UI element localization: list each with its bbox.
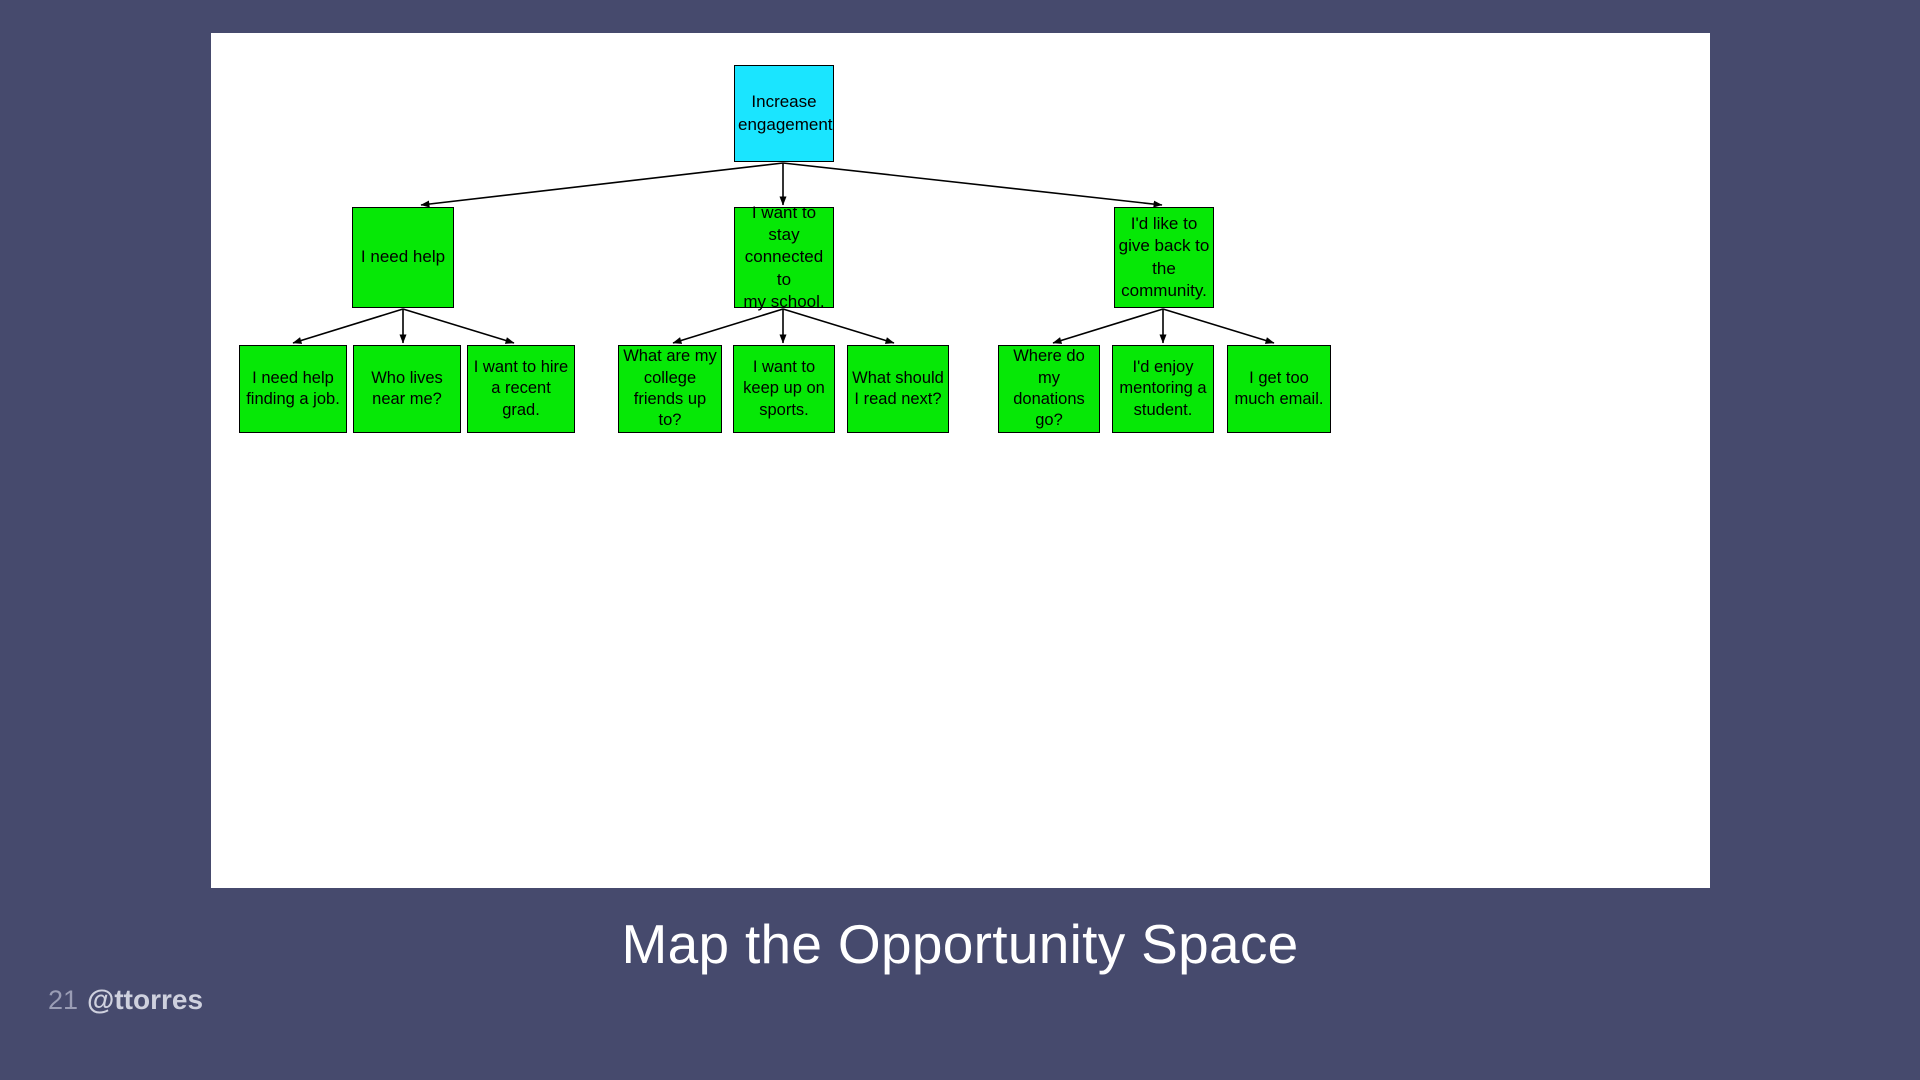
opportunity-solution-tree: Increase engagement I need help I want t…	[211, 33, 1710, 888]
node-label-line: community.	[1121, 280, 1207, 300]
slide-canvas: Increase engagement I need help I want t…	[211, 33, 1710, 888]
node-label-line: I get too	[1249, 368, 1309, 387]
node-label-line: What should	[852, 368, 944, 387]
node-give-back[interactable]: I'd like to give back to the community.	[1114, 207, 1214, 308]
node-label-line: keep up on	[743, 379, 825, 398]
node-label-line: friends up	[633, 390, 707, 408]
node-label-line: I'd like to	[1130, 214, 1198, 234]
node-label-line: I want to	[752, 357, 816, 376]
node-keep-up-on-sports[interactable]: I want to keep up on sports.	[733, 345, 835, 433]
node-label-line: near me?	[372, 390, 442, 408]
node-where-do-donations-go[interactable]: Where do my donations go?	[998, 345, 1100, 433]
node-label-line: the	[1152, 258, 1176, 278]
node-label-line: college	[643, 368, 697, 387]
node-label-line: my	[1038, 368, 1060, 387]
node-mentoring-a-student[interactable]: I'd enjoy mentoring a student.	[1112, 345, 1214, 433]
node-i-need-help[interactable]: I need help	[352, 207, 454, 308]
node-label-line: finding a job.	[246, 390, 340, 408]
node-label-line: much email.	[1234, 390, 1324, 408]
node-finding-a-job[interactable]: I need help finding a job.	[239, 345, 347, 433]
node-label-line: I need help	[252, 368, 334, 387]
node-too-much-email[interactable]: I get too much email.	[1227, 345, 1331, 433]
node-label-line: mentoring a	[1119, 379, 1207, 398]
tree-edges	[292, 162, 1275, 344]
node-increase-engagement[interactable]: Increase engagement	[734, 65, 834, 162]
node-label-line: connected to	[744, 247, 824, 289]
node-label-line: I need help	[360, 247, 446, 267]
node-label-line: give back to	[1118, 236, 1210, 256]
node-label-line: Increase	[751, 92, 817, 112]
node-stay-connected[interactable]: I want to stay connected to my school.	[734, 203, 834, 311]
slide-footer: 21 @ttorres	[48, 984, 203, 1016]
node-label-line: student.	[1133, 400, 1193, 419]
node-label-line: I'd enjoy	[1132, 357, 1194, 376]
node-hire-recent-grad[interactable]: I want to hire a recent grad.	[467, 345, 575, 433]
page-number: 21	[48, 985, 79, 1015]
node-label-line: I read next?	[854, 390, 942, 408]
node-what-should-i-read-next[interactable]: What should I read next?	[847, 345, 949, 433]
node-label-line: Where do	[1013, 347, 1085, 366]
author-handle: @ttorres	[87, 984, 204, 1015]
node-college-friends[interactable]: What are my college friends up to?	[618, 345, 722, 433]
node-label-line: engagement	[738, 114, 833, 134]
node-label-line: Who lives	[371, 368, 443, 387]
node-label-line: grad.	[502, 400, 540, 419]
node-label-line: What are my	[623, 347, 717, 366]
node-label-line: my school.	[743, 291, 825, 311]
node-label-line: I want to	[751, 203, 817, 223]
node-label-line: donations	[1013, 390, 1085, 408]
node-label-line: go?	[1035, 411, 1063, 430]
node-label-line: stay	[768, 225, 800, 245]
node-label-line: sports.	[759, 400, 809, 419]
node-label-line: to?	[658, 411, 682, 430]
node-who-lives-near-me[interactable]: Who lives near me?	[353, 345, 461, 433]
node-label-line: I want to hire	[473, 357, 569, 376]
page-title: Map the Opportunity Space	[621, 913, 1299, 975]
node-label-line: a recent	[491, 379, 551, 398]
